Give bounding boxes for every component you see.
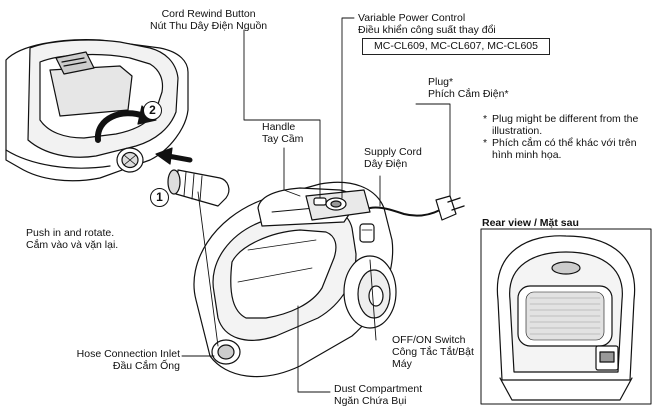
rear-view-title: Rear view / Mặt sau — [482, 217, 579, 229]
onoff-switch-label: OFF/ON Switch Công Tắc Tắt/Bật Máy — [392, 334, 474, 370]
vacuum-body — [193, 181, 465, 378]
leader-lines — [181, 17, 451, 393]
cord-rewind-label: Cord Rewind Button Nút Thu Dây Điện Nguồ… — [150, 8, 268, 32]
hose-connection-detail — [5, 39, 230, 207]
plug-note-vi: Phích cắm có thể khác với trên hình minh… — [492, 137, 637, 161]
hose-inlet-label: Hose Connection Inlet Đầu Cắm Ống — [76, 348, 180, 372]
step-1-marker: 1 — [150, 188, 169, 207]
handle-label: Handle Tay Cầm — [262, 121, 304, 145]
supply-cord-label: Supply Cord Dây Điện — [364, 146, 422, 170]
plug-label: Plug* Phích Cắm Điện* — [428, 76, 509, 100]
model-numbers-box: MC-CL609, MC-CL607, MC-CL605 — [362, 38, 550, 55]
step-2-marker: 2 — [143, 101, 162, 120]
plug-note-en: Plug might be different from the illustr… — [492, 113, 639, 137]
plug-footnote: *Plug might be different from the illust… — [483, 113, 655, 161]
rear-view-panel — [480, 228, 652, 405]
dust-compartment-label: Dust Compartment Ngăn Chứa Bụi — [334, 383, 423, 407]
variable-power-label: Variable Power Control Điều khiển công s… — [358, 12, 496, 36]
push-rotate-label: Push in and rotate. Cắm vào và vặn lại. — [26, 227, 119, 251]
